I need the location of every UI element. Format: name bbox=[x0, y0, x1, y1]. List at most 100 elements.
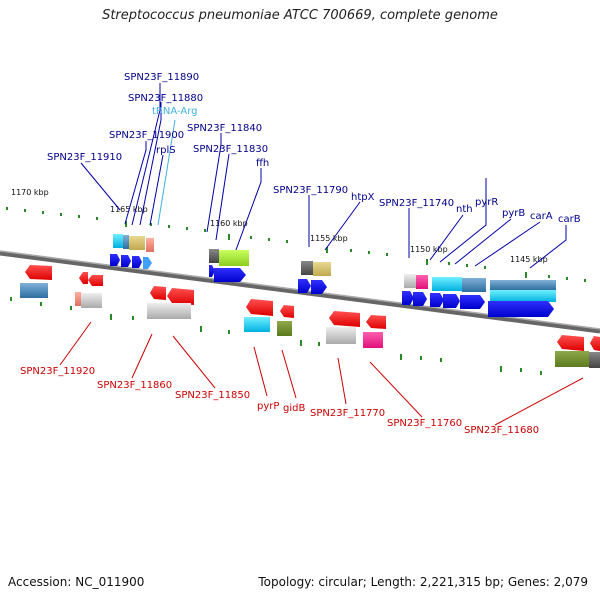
tick-mark bbox=[60, 213, 62, 216]
cds-arrow bbox=[209, 265, 215, 277]
cds-arrow bbox=[298, 279, 311, 293]
cds-arrow bbox=[590, 336, 600, 351]
gene-label: SPN23F_11740 bbox=[379, 198, 454, 209]
gene-label: SPN23F_11770 bbox=[310, 408, 385, 419]
gene-label: SPN23F_11760 bbox=[387, 418, 462, 429]
lower-feature-blocks bbox=[20, 283, 600, 368]
tick-mark bbox=[500, 366, 502, 372]
tick-mark bbox=[24, 209, 26, 212]
feature-block bbox=[219, 250, 249, 266]
tick-mark bbox=[110, 314, 112, 320]
upper-feature-blocks bbox=[113, 234, 556, 302]
cds-arrow bbox=[460, 295, 485, 309]
feature-block bbox=[363, 332, 383, 348]
cds-arrow bbox=[150, 286, 166, 300]
lower-leader-lines bbox=[59, 321, 584, 426]
gene-label: SPN23F_11830 bbox=[193, 144, 268, 155]
feature-block bbox=[555, 351, 589, 367]
tick-mark bbox=[204, 229, 206, 232]
leader-line bbox=[232, 168, 262, 259]
gene-label: SPN23F_11890 bbox=[124, 72, 199, 83]
cds-arrow bbox=[413, 292, 427, 306]
gene-label: carB bbox=[558, 214, 581, 225]
leader-line bbox=[324, 201, 361, 251]
leader-line bbox=[253, 346, 268, 397]
feature-block bbox=[326, 327, 356, 344]
feature-block bbox=[432, 277, 462, 291]
leader-line bbox=[139, 102, 162, 226]
feature-block bbox=[146, 238, 154, 252]
upper-tick-ring bbox=[6, 207, 586, 282]
tick-mark bbox=[318, 342, 320, 346]
gene-label: htpX bbox=[351, 192, 375, 203]
tick-mark bbox=[70, 306, 72, 310]
lower-labels: SPN23F_11920 SPN23F_11860 SPN23F_11850 p… bbox=[20, 366, 539, 436]
kbp-label: 1150 kbp bbox=[410, 245, 448, 254]
cds-arrow bbox=[143, 257, 152, 269]
leader-line bbox=[149, 154, 164, 226]
gene-label: gidB bbox=[283, 403, 305, 414]
feature-block bbox=[404, 274, 416, 288]
feature-block bbox=[244, 317, 270, 332]
tick-mark bbox=[426, 259, 428, 265]
tick-mark bbox=[548, 275, 550, 278]
cds-arrow bbox=[121, 255, 131, 267]
tick-mark bbox=[520, 368, 522, 372]
leader-line bbox=[131, 83, 161, 226]
gene-label: SPN23F_11860 bbox=[97, 380, 172, 391]
leader-line bbox=[337, 357, 347, 405]
gene-label: ffh bbox=[256, 158, 269, 169]
trna-label: tRNA-Arg bbox=[152, 106, 197, 117]
gene-label: SPN23F_11840 bbox=[187, 123, 262, 134]
feature-block bbox=[301, 261, 313, 275]
cds-arrow bbox=[557, 335, 584, 351]
cds-arrow bbox=[402, 291, 414, 305]
gene-label: pyrR bbox=[475, 197, 498, 208]
tick-mark bbox=[250, 236, 252, 239]
leader-line bbox=[215, 153, 230, 241]
tick-mark bbox=[132, 316, 134, 320]
cds-arrow bbox=[311, 280, 327, 294]
cds-arrow bbox=[167, 288, 194, 305]
tick-mark bbox=[368, 251, 370, 254]
leader-line bbox=[494, 377, 584, 426]
feature-block bbox=[313, 262, 331, 276]
tick-mark bbox=[125, 221, 127, 227]
gene-label: SPN23F_11920 bbox=[20, 366, 95, 377]
upper-labels: SPN23F_11890 SPN23F_11880 tRNA-Arg SPN23… bbox=[47, 72, 581, 225]
gene-label: SPN23F_11850 bbox=[175, 390, 250, 401]
tick-mark bbox=[386, 253, 388, 256]
cds-arrow bbox=[430, 293, 444, 307]
cds-arrow bbox=[214, 268, 246, 282]
gene-label: pyrP bbox=[257, 401, 279, 412]
tick-mark bbox=[448, 262, 450, 265]
feature-block bbox=[490, 290, 556, 302]
leader-line bbox=[439, 178, 487, 263]
feature-block bbox=[113, 234, 123, 248]
tick-mark bbox=[440, 358, 442, 362]
gene-label: rplS bbox=[156, 145, 176, 156]
tick-mark bbox=[566, 277, 568, 280]
leader-line bbox=[59, 321, 92, 366]
feature-block bbox=[123, 235, 129, 249]
tick-mark bbox=[300, 340, 302, 346]
tick-mark bbox=[42, 211, 44, 214]
tick-mark bbox=[40, 302, 42, 306]
tick-mark bbox=[168, 225, 170, 228]
feature-block bbox=[462, 278, 486, 292]
feature-block bbox=[490, 280, 556, 290]
cds-arrow bbox=[132, 256, 142, 268]
gene-label: carA bbox=[530, 211, 553, 222]
leader-line bbox=[206, 133, 222, 233]
feature-block bbox=[416, 275, 428, 289]
cds-arrow bbox=[488, 301, 554, 317]
cds-arrow bbox=[25, 265, 52, 280]
tick-mark bbox=[484, 266, 486, 269]
cds-arrow bbox=[280, 305, 294, 318]
cds-arrow bbox=[79, 272, 88, 284]
tick-mark bbox=[326, 247, 328, 253]
tick-mark bbox=[10, 297, 12, 301]
lower-tick-ring bbox=[10, 297, 542, 375]
kbp-label: 1145 kbp bbox=[510, 255, 548, 264]
